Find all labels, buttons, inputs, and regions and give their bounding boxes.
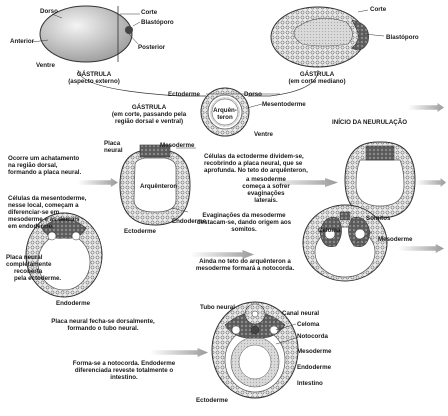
label-arquenteron-gastrula: Arquên- teron (210, 107, 240, 121)
label-endoderme-somite: Endoderme (56, 300, 90, 307)
note-ectoderme-cells: Células da ectoderme dividem-se, recobri… (204, 153, 334, 174)
note-evaginacoes-laterais: a mesoderme começa a sofrer evaginações … (226, 176, 306, 204)
label-ectoderme-gastrula: Ectoderme (168, 91, 200, 98)
label-posterior: Posterior (138, 44, 165, 51)
label-somitos: Somitos (366, 215, 390, 222)
label-dorso-gastrula: Dorso (244, 91, 262, 98)
label-mesoderme-early: Mesoderme (160, 142, 194, 149)
caption-gastrula-external: GÁSTRULA (aspecto externo) (64, 71, 124, 85)
label-ectoderme-final: Ectoderme (196, 397, 228, 404)
label-notocorda: Notocorda (297, 333, 328, 340)
label-inicio-neurulacao: INÍCIO DA NEURULAÇÃO (332, 119, 407, 126)
label-corte-median: Corte (370, 6, 386, 13)
label-ventre-gastrula: Ventre (254, 131, 273, 138)
label-dorso-external: Dorso (40, 8, 58, 15)
label-arquenteron-early: Arquênteron (140, 183, 177, 190)
note-teto-notocorda: Ainda no teto do arquênteron a mesoderme… (190, 258, 300, 272)
note-mesentoderme-cells: Células da mesentoderme, nesse local, co… (8, 195, 90, 230)
caption-gastrula-corte: GÁSTRULA (em corte, passando pela região… (104, 104, 194, 125)
label-celoma-final: Celoma (297, 321, 319, 328)
gastrula-median-figure (271, 7, 384, 67)
label-intestino: Intestino (297, 380, 323, 387)
label-placa-neural: Placa neural (104, 140, 123, 154)
label-mesoderme-final: Mesoderme (297, 348, 331, 355)
label-blastoporo-external: Blastóporo (141, 19, 174, 26)
label-tubo-neural: Tubo neural (200, 304, 235, 311)
label-blastoporo-median: Blastóporo (386, 34, 419, 41)
label-recoberta: recoberta pela ectoderme. (14, 268, 61, 282)
label-corte-external: Corte (141, 9, 157, 16)
note-evaginacoes-destacam: Evaginações da mesoderme destacam-se, da… (184, 212, 304, 233)
label-canal-neural: Canal neural (282, 310, 319, 317)
label-ventre-external: Ventre (36, 62, 55, 69)
label-mesentoderme: Mesentoderme (262, 101, 306, 108)
note-placa-fecha: Placa neural fecha-se dorsalmente, forma… (38, 318, 168, 332)
label-placa-neural-completa: Placa neural completamente (6, 254, 51, 268)
label-ectoderme-early: Ectoderme (124, 228, 156, 235)
note-notocorda-forma: Forma-se a notocorda. Endoderme diferenc… (64, 360, 184, 381)
label-mesoderme-somite: Mesoderme (378, 236, 412, 243)
label-celoma-somite: Celoma (318, 227, 340, 234)
label-anterior: Anterior (10, 38, 34, 45)
note-achatamento: Ocorre um achatamento na região dorsal, … (8, 155, 88, 176)
caption-gastrula-median: GÁSTRULA (em corte mediano) (282, 71, 352, 85)
label-endoderme-final: Endoderme (297, 364, 331, 371)
